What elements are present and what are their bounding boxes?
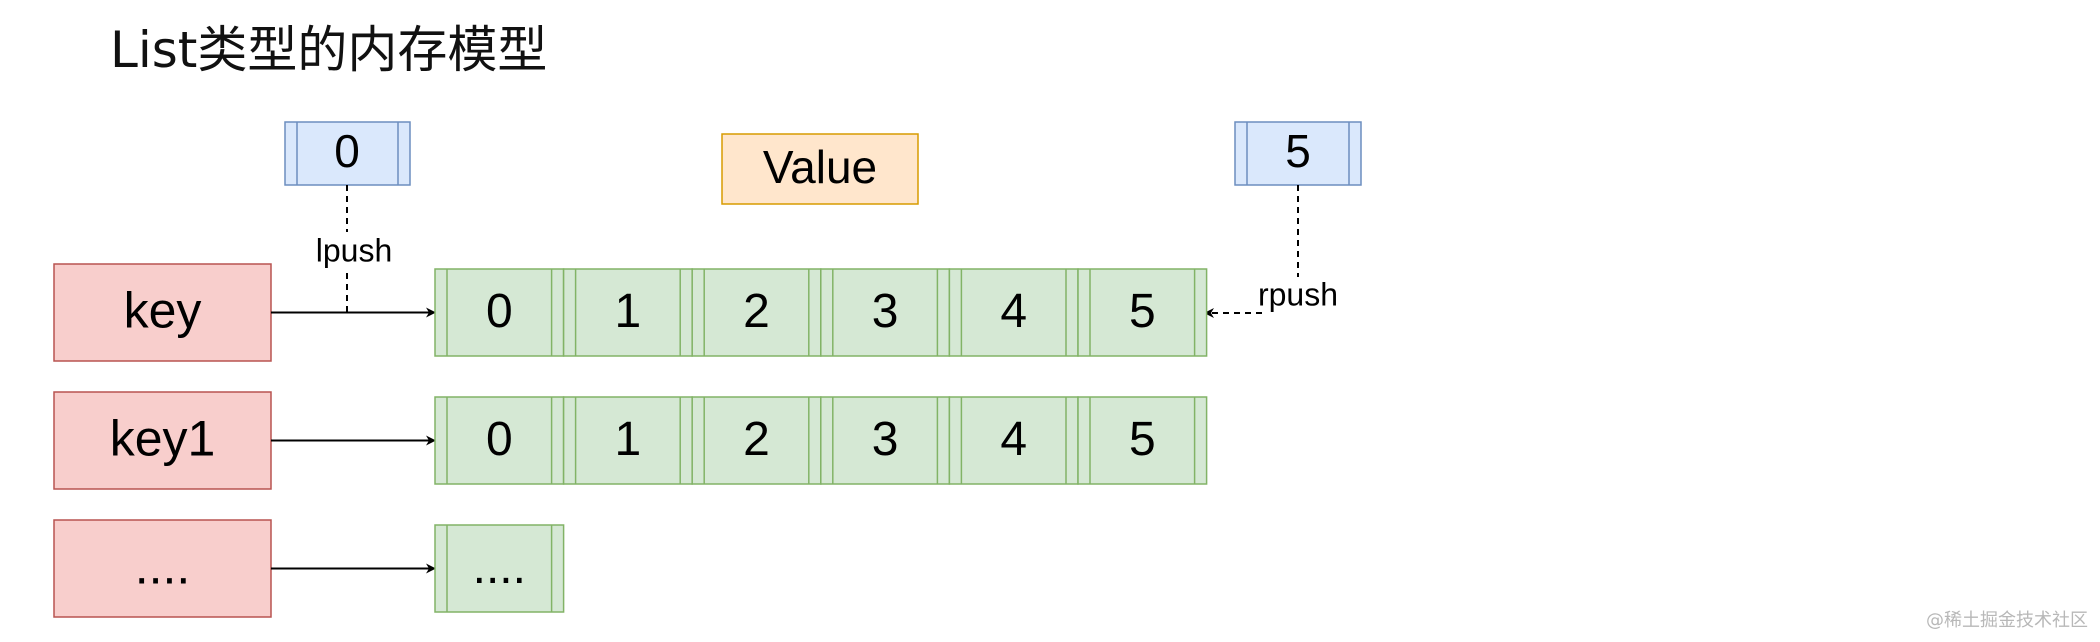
list-cell: 0 xyxy=(434,396,565,485)
lpush-index-label: 0 xyxy=(334,125,360,177)
watermark: @稀土掘金技术社区 xyxy=(1926,610,2088,631)
key-row: key 0 1 2 3 4 5 xyxy=(53,263,1208,362)
key-label: key xyxy=(124,283,202,339)
key-row: key1 0 1 2 3 4 5 xyxy=(53,391,1208,490)
list-cell: .... xyxy=(434,524,565,613)
list-cell-label: 0 xyxy=(486,413,513,466)
key-label: key1 xyxy=(110,411,216,467)
lpush-label: lpush xyxy=(316,232,393,268)
list-cell-label: 0 xyxy=(486,285,513,338)
key-rows: key 0 1 2 3 4 5 key1 0 1 2 3 4 5........ xyxy=(53,263,1208,618)
diagram-title: List类型的内存模型 xyxy=(110,21,548,79)
list-cell: 4 xyxy=(948,268,1079,357)
rpush-index-box: 5 xyxy=(1234,121,1362,186)
list-cell-label: 5 xyxy=(1129,413,1156,466)
list-cell: 3 xyxy=(820,396,951,485)
list-cell-label: .... xyxy=(473,541,526,594)
list-cell: 1 xyxy=(562,396,693,485)
rpush-label: rpush xyxy=(1258,276,1338,312)
list-cell-label: 5 xyxy=(1129,285,1156,338)
key-box xyxy=(53,263,272,362)
key-box xyxy=(53,519,272,618)
list-cell: 2 xyxy=(691,268,822,357)
key-box xyxy=(53,391,272,490)
value-box: Value xyxy=(721,133,919,205)
list-cell-label: 2 xyxy=(743,285,770,338)
lpush-index-box: 0 xyxy=(284,121,411,186)
list-cell-label: 4 xyxy=(1000,285,1027,338)
key-row: ........ xyxy=(53,519,565,618)
list-cell: 0 xyxy=(434,268,565,357)
list-cell-label: 4 xyxy=(1000,413,1027,466)
key-label: .... xyxy=(135,539,191,595)
value-label: Value xyxy=(763,141,877,193)
list-cell-label: 3 xyxy=(872,285,899,338)
list-cell: 1 xyxy=(562,268,693,357)
rpush-index-label: 5 xyxy=(1285,125,1311,177)
list-cell-label: 2 xyxy=(743,413,770,466)
list-cell: 2 xyxy=(691,396,822,485)
list-cell: 5 xyxy=(1077,396,1208,485)
list-cell: 5 xyxy=(1077,268,1208,357)
list-cell: 4 xyxy=(948,396,1079,485)
list-cell-label: 1 xyxy=(615,413,642,466)
list-cell: 3 xyxy=(820,268,951,357)
list-cell-label: 1 xyxy=(615,285,642,338)
list-cell-label: 3 xyxy=(872,413,899,466)
